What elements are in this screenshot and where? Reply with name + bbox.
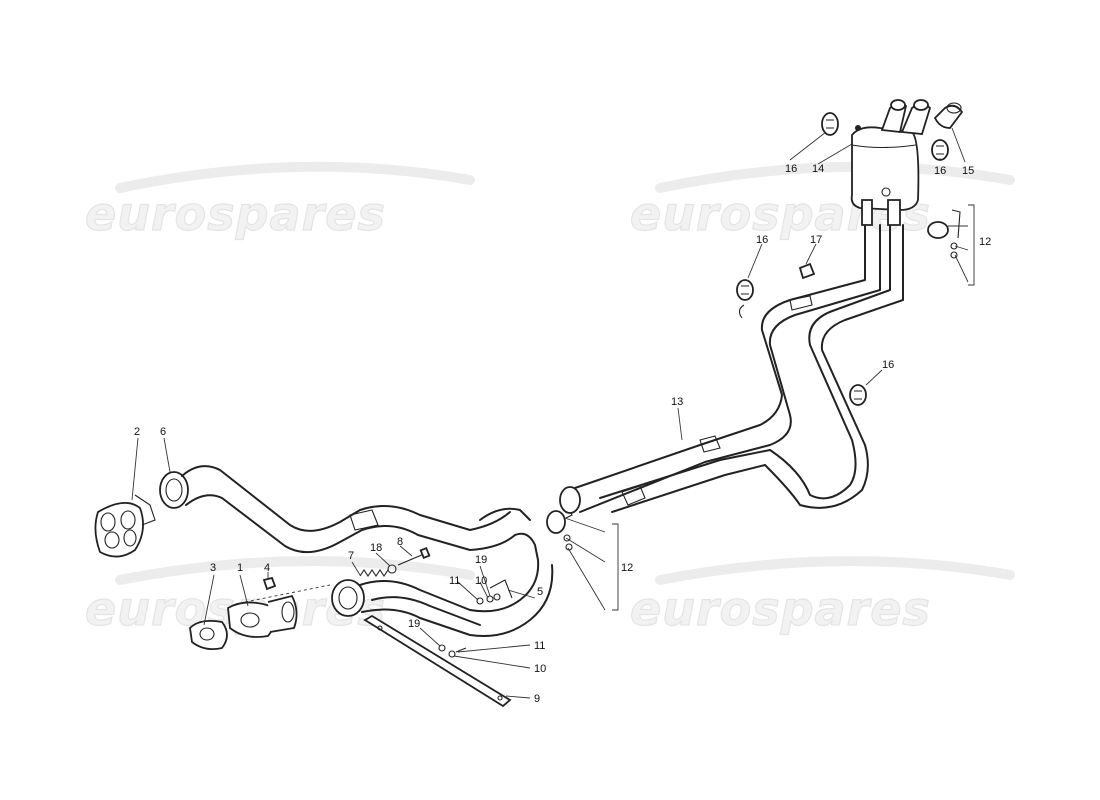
callout-label: 19 [408, 618, 420, 630]
y-pipe-part-5 [331, 559, 554, 637]
callout-label: 18 [370, 542, 382, 554]
washer-part-18 [387, 564, 397, 574]
callout-label: 2 [134, 426, 140, 438]
alignment-line [244, 584, 331, 603]
callout-labels: 2 6 3 1 4 7 18 8 19 11 10 5 19 11 10 9 1… [134, 163, 991, 705]
callout-label: 10 [534, 663, 546, 675]
rubber-mount-part-16-top-left [821, 112, 839, 136]
muffler-part-14 [850, 125, 920, 226]
callout-label: 3 [210, 562, 216, 574]
callout-label: 5 [537, 586, 543, 598]
watermark-swoosh [115, 161, 475, 193]
nut-part-4 [262, 576, 277, 591]
rubber-mount-part-16-top-right [931, 139, 949, 161]
bolt-part-8 [397, 546, 431, 566]
flange-part-1 [227, 594, 298, 638]
callout-label: 7 [348, 550, 354, 562]
spring-part-7 [359, 569, 389, 577]
front-pipe-part-6 [159, 465, 539, 561]
watermark-text: eurospares [85, 187, 386, 241]
rubber-block-part-17 [798, 262, 816, 280]
watermark-swoosh [655, 556, 1015, 585]
callout-label: 19 [475, 554, 487, 566]
callout-label: 16 [934, 165, 946, 177]
callout-label: 12 [979, 236, 991, 248]
watermark-text: eurospares [630, 582, 931, 636]
callout-label: 12 [621, 562, 633, 574]
callout-label: 16 [882, 359, 894, 371]
callout-label: 11 [449, 575, 460, 587]
callout-label: 14 [812, 163, 824, 175]
clamp-part-12-middle [546, 499, 573, 551]
callout-label: 4 [264, 562, 270, 574]
callout-label: 10 [475, 575, 487, 587]
callout-label: 1 [237, 562, 243, 574]
callout-label: 9 [534, 693, 540, 705]
rubber-mount-part-16-right [849, 384, 867, 406]
clamp-part-12-rear [927, 209, 961, 259]
rear-pipe-part-13 [559, 224, 904, 514]
callout-label: 11 [534, 640, 545, 652]
callout-label: 8 [397, 536, 403, 548]
watermark-swoosh [655, 161, 1015, 193]
callout-label: 16 [756, 234, 768, 246]
rubber-mount-part-16-mid [736, 279, 754, 301]
leader-lines [131, 127, 975, 699]
callout-label: 16 [785, 163, 797, 175]
bracket-part-9 [363, 614, 512, 708]
watermark-swoosh [115, 556, 475, 585]
tailpipe-tip-part-15 [933, 102, 964, 129]
flange-part-3 [189, 619, 228, 651]
bolts-parts-10-11-19 [438, 593, 501, 658]
callout-label: 6 [160, 426, 166, 438]
callout-label: 15 [962, 165, 974, 177]
gasket-part-2 [94, 494, 156, 558]
watermark-group: eurospares eurospares eurospares eurospa… [84, 161, 1015, 637]
callout-label: 17 [810, 234, 822, 246]
tailpipes [880, 99, 932, 135]
callout-label: 13 [671, 396, 683, 408]
